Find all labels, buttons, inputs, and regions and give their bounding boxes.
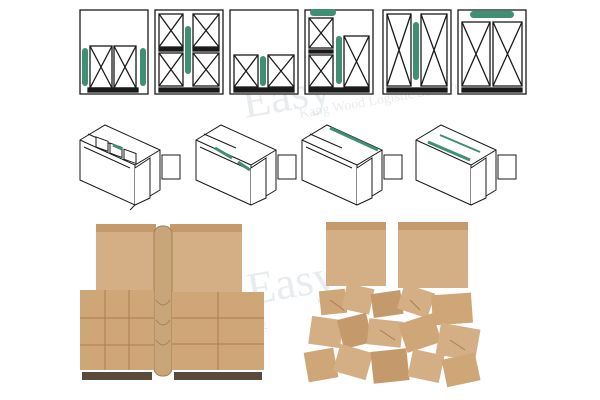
secured-load-photo (80, 224, 264, 380)
pallet-load-diagram-icon (304, 9, 374, 95)
pallet-load-diagram-icon (154, 9, 224, 95)
pallet-load-diagram-icon (229, 9, 299, 95)
pallet-load-diagram-icon (79, 9, 149, 95)
container-row (79, 124, 517, 211)
container-sketch-icon (195, 124, 297, 206)
container-sketch-icon (79, 124, 181, 211)
pallet-load-diagram-icon (382, 9, 452, 95)
container-sketch-icon (415, 124, 517, 206)
container-sketch-icon (301, 124, 403, 206)
collapsed-load-photo (303, 222, 481, 388)
pallet-load-diagram-icon (457, 9, 527, 95)
diagram-row (79, 9, 527, 95)
